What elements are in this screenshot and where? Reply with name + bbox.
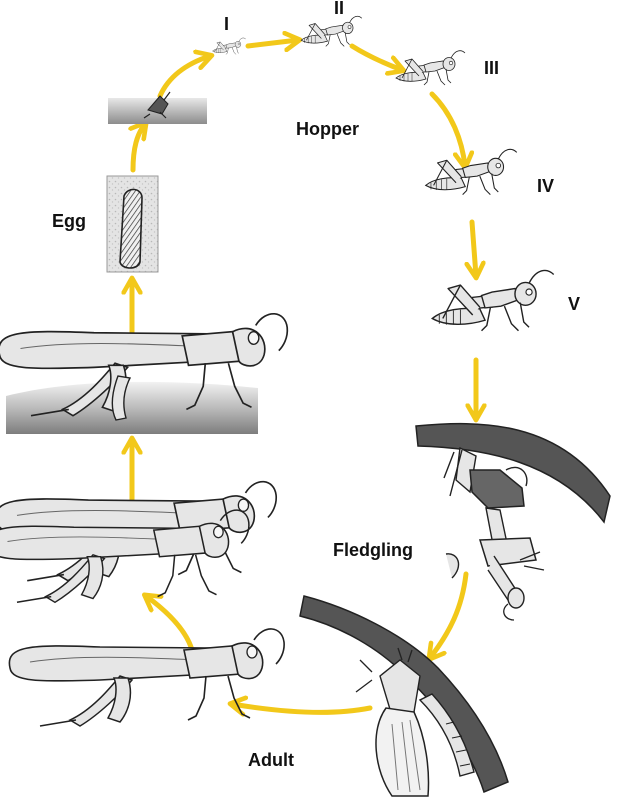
egg-pod-illustration	[106, 175, 159, 273]
arrow-adult-to-mating	[146, 596, 195, 653]
label-egg: Egg	[52, 211, 86, 231]
hopper-instar-II-illustration	[300, 15, 363, 47]
oviposition-illustration	[0, 312, 289, 434]
arrow-fledgling-to-moult	[430, 571, 469, 658]
label-instar-IV: IV	[537, 176, 554, 196]
label-instar-I: I	[224, 14, 229, 34]
label-fledgling: Fledgling	[333, 540, 413, 560]
adult-emergence-illustration	[299, 595, 509, 797]
arrow-moult-to-adult	[232, 704, 373, 712]
arrow-III-to-IV	[429, 91, 465, 166]
label-hopper: Hopper	[296, 119, 359, 139]
mating-pair-illustration	[0, 480, 278, 604]
hopper-instar-III-illustration	[395, 50, 466, 86]
hopper-instar-I-illustration	[212, 37, 246, 55]
hopper-instar-V-illustration	[431, 269, 555, 332]
arrow-emergence-to-instar-I	[157, 56, 210, 99]
arrow-egg-to-emergence	[133, 124, 145, 173]
arrow-IV-to-V	[472, 219, 476, 276]
label-adult: Adult	[248, 750, 294, 770]
label-instar-V: V	[568, 294, 580, 314]
adult-locust-illustration	[8, 628, 285, 727]
label-instar-III: III	[484, 58, 499, 78]
arrow-I-to-II	[245, 40, 298, 46]
stage-labels: Egg Hopper I II III IV V Fledgling Adult	[52, 0, 580, 770]
fledgling-moult-illustration	[415, 422, 611, 621]
arrow-II-to-III	[349, 43, 402, 70]
hopper-instar-IV-illustration	[425, 148, 518, 196]
hatchling-emergence-illustration	[108, 91, 207, 124]
label-instar-II: II	[334, 0, 344, 18]
